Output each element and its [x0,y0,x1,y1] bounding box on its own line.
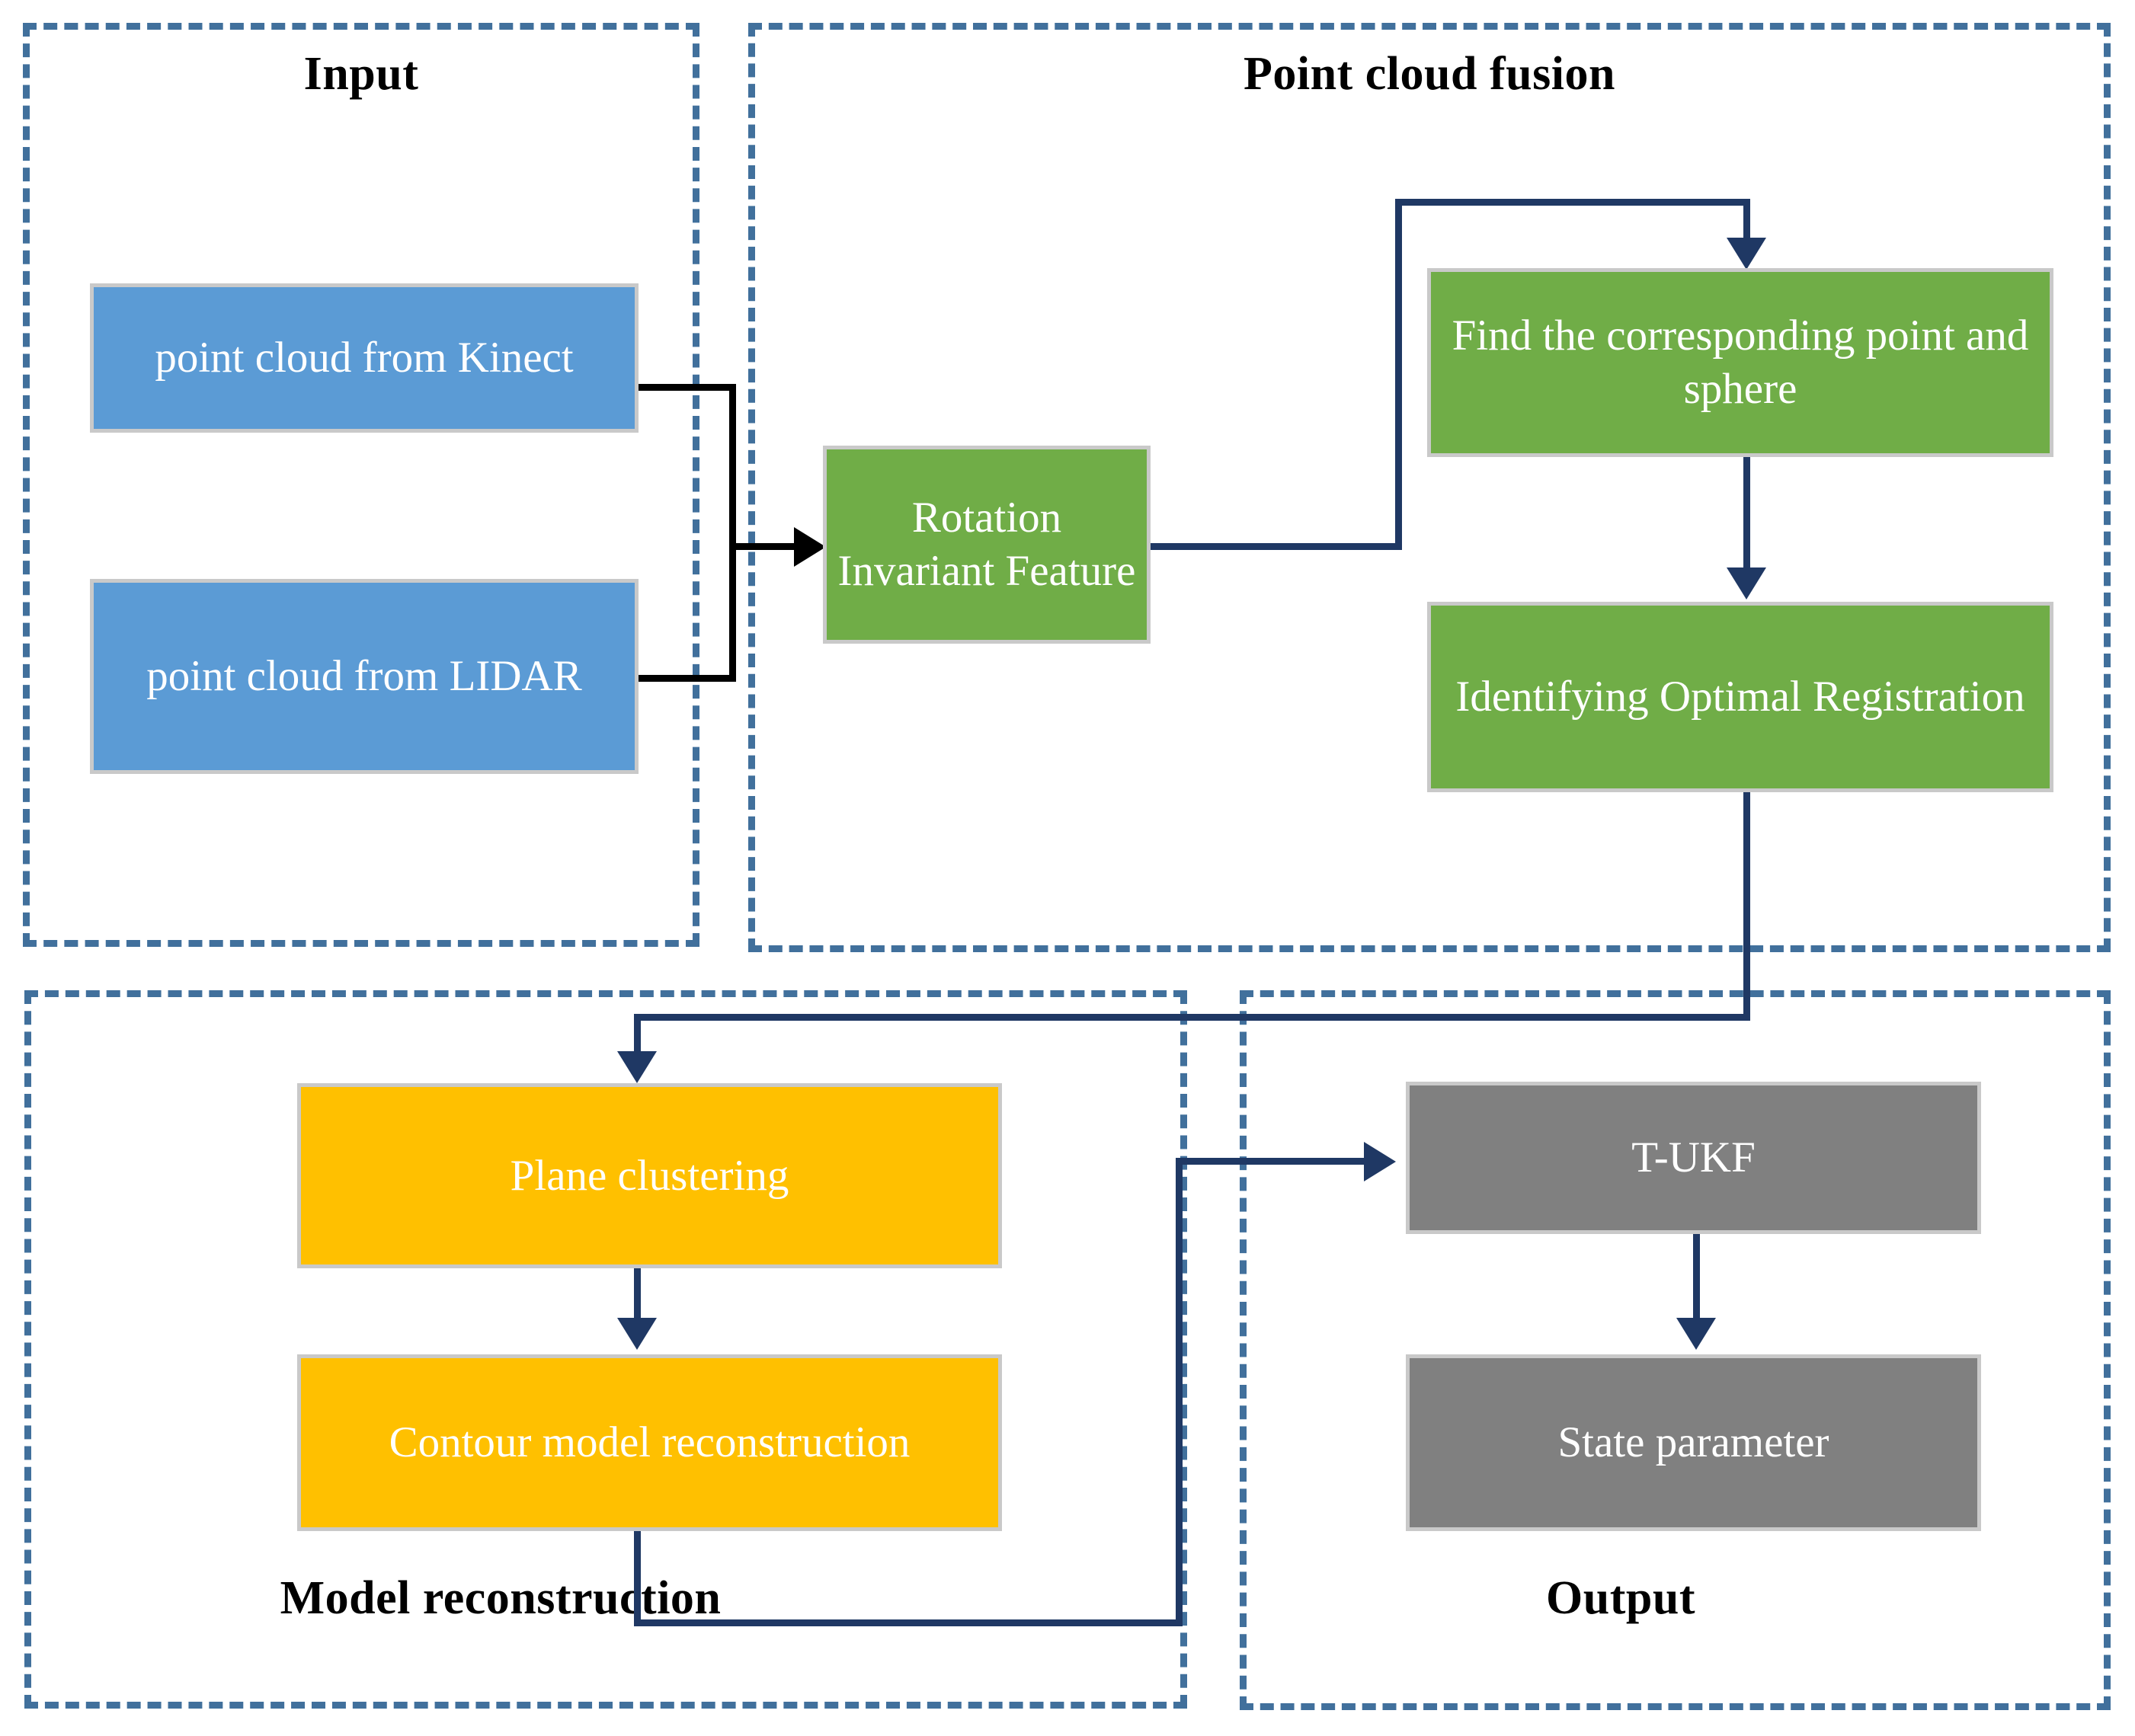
arrowhead-to-find-corresponding [1727,238,1766,270]
edge-rif-out-horizontal [1151,543,1402,550]
panel-input [23,23,699,947]
arrowhead-to-tukf [1364,1142,1396,1181]
edge-identify-left-horizontal [634,1014,1750,1021]
edge-contour-right-horizontal [634,1619,1183,1626]
arrowhead-to-contour-model [617,1318,657,1350]
node-point-cloud-from-kinect[interactable]: point cloud from Kinect [90,283,639,433]
panel-output [1240,990,2111,1710]
panel-model-reconstruction [24,990,1187,1709]
panel-title-point-cloud-fusion: Point cloud fusion [1244,48,1615,100]
edge-kinect-horizontal [639,384,736,391]
arrowhead-to-plane-clustering [617,1051,657,1083]
panel-point-cloud-fusion [748,23,2111,952]
node-plane-clustering[interactable]: Plane clustering [297,1083,1002,1268]
edge-planeclust-to-contour [634,1268,641,1322]
edge-contour-up-vertical [1176,1158,1183,1626]
edge-identify-down-vertical [1743,792,1750,1019]
arrowhead-to-state-parameter [1676,1318,1716,1350]
arrowhead-to-identifying-optimal [1727,567,1766,599]
edge-into-planeclust-vertical [634,1014,641,1056]
edge-lidar-horizontal [639,675,736,682]
panel-title-input: Input [303,48,419,100]
node-contour-model-reconstruction[interactable]: Contour model reconstruction [297,1354,1002,1531]
edge-findcorr-to-identify [1743,457,1750,571]
panel-title-model-reconstruction: Model reconstruction [280,1572,722,1624]
panel-title-output: Output [1546,1572,1695,1624]
node-identifying-optimal-registration[interactable]: Identifying Optimal Registration [1427,602,2053,792]
node-point-cloud-from-lidar[interactable]: point cloud from LIDAR [90,579,639,774]
node-t-ukf[interactable]: T-UKF [1406,1082,1981,1234]
node-find-corresponding-point-and-sphere[interactable]: Find the corresponding point and sphere [1427,268,2053,457]
arrowhead-to-rif [794,527,826,567]
node-state-parameter[interactable]: State parameter [1406,1354,1981,1531]
edge-rif-up-vertical [1395,199,1402,550]
edge-into-findcorr-vertical [1743,199,1750,243]
edge-merge-to-rif [729,543,805,550]
edge-contour-down-vertical [634,1531,641,1626]
edge-tukf-to-state [1693,1234,1700,1322]
edge-rif-top-horizontal [1395,199,1750,206]
edge-into-tukf-horizontal [1176,1158,1374,1165]
node-rotation-invariant-feature[interactable]: Rotation Invariant Feature [823,446,1151,644]
edge-lidar-vertical [729,543,736,682]
edge-kinect-vertical [729,384,736,550]
